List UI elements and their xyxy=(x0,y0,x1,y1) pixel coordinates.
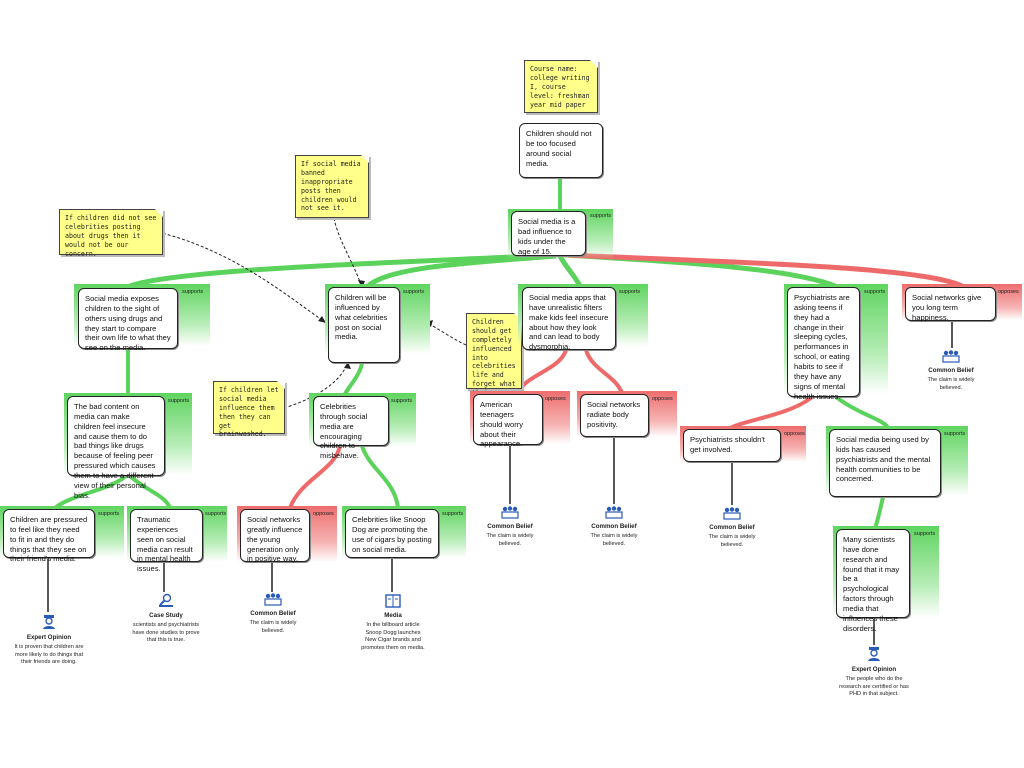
evidence-text: In the billboard article Snoop Dogg laun… xyxy=(361,622,425,651)
relation-tag: supports xyxy=(205,511,227,517)
claim-unrealistic-filters[interactable]: Social media apps that have unrealistic … xyxy=(522,287,616,351)
evidence-type: Case Study xyxy=(149,612,183,619)
claim-psychiatrists-asking[interactable]: Psychiatrists are asking teens if they h… xyxy=(787,287,860,401)
common-belief-icon xyxy=(264,593,282,606)
claim-celebrities-misbehave[interactable]: Celebrities through social media are enc… xyxy=(313,396,389,460)
relation-tag: supports xyxy=(168,398,190,404)
relation-tag: supports xyxy=(914,531,936,537)
common-belief-icon xyxy=(723,507,741,520)
evidence-type: Common Belief xyxy=(591,523,637,530)
common-belief-icon xyxy=(605,506,623,519)
case-study-icon xyxy=(159,593,173,607)
evidence-type: Expert Opinion xyxy=(26,634,72,641)
evidence-text: It is proven that children are more like… xyxy=(14,644,84,666)
evidence-text: scientists and psychiatrists have done s… xyxy=(132,622,200,644)
relation-tag: supports xyxy=(944,431,966,437)
evidence-common-belief[interactable]: Common Belief The claim is widely believ… xyxy=(477,505,543,548)
note-celebrities-drugs: If children did not see celebrities post… xyxy=(59,209,163,258)
claim-snoop-dog[interactable]: Celebrities like Snoop Dog are promoting… xyxy=(345,509,439,558)
relation-tag: supports xyxy=(403,289,425,295)
evidence-type: Common Belief xyxy=(928,367,974,374)
evidence-text: The people who do the research are certi… xyxy=(839,676,909,698)
claim-scientists-research[interactable]: Many scientists have done research and f… xyxy=(836,529,910,633)
evidence-text: The claim is widely believed. xyxy=(249,620,297,634)
expert-opinion-icon xyxy=(868,647,880,661)
claim-bad-influence[interactable]: Social media is a bad influence to kids … xyxy=(511,211,586,256)
evidence-expert-opinion[interactable]: Expert Opinion It is proven that childre… xyxy=(14,614,84,667)
evidence-common-belief[interactable]: Common Belief The claim is widely believ… xyxy=(699,506,765,549)
evidence-media[interactable]: Media In the billboard article Snoop Dog… xyxy=(360,594,426,653)
claim-traumatic-experiences[interactable]: Traumatic experiences seen on social med… xyxy=(130,509,203,573)
claim-body-positivity[interactable]: Social networks radiate body positivity. xyxy=(580,394,649,437)
evidence-common-belief[interactable]: Common Belief The claim is widely believ… xyxy=(240,592,306,635)
claim-bad-content[interactable]: The bad content on media can make childr… xyxy=(67,396,165,500)
note-course-info: Course name: college writing I, course l… xyxy=(524,60,598,113)
media-icon xyxy=(385,594,401,608)
evidence-text: The claim is widely believed. xyxy=(590,533,638,547)
relation-tag: supports xyxy=(182,289,204,295)
relation-tag: supports xyxy=(442,511,464,517)
note-brainwashed: If children let social media influence t… xyxy=(213,381,285,438)
relation-tag: opposes xyxy=(545,396,566,402)
evidence-text: The claim is widely believed. xyxy=(927,377,975,391)
evidence-expert-opinion[interactable]: Expert Opinion The people who do the res… xyxy=(838,646,910,699)
claim-positive-influence[interactable]: Social networks greatly influence the yo… xyxy=(240,509,310,563)
claim-exposes-drugs[interactable]: Social media exposes children to the sig… xyxy=(78,288,178,352)
claim-teenagers-appearance[interactable]: American teenagers should worry about th… xyxy=(473,394,543,448)
evidence-common-belief[interactable]: Common Belief The claim is widely believ… xyxy=(918,349,984,392)
evidence-text: The claim is widely believed. xyxy=(708,534,756,548)
evidence-type: Expert Opinion xyxy=(851,666,897,673)
relation-tag: supports xyxy=(98,511,120,517)
evidence-type: Common Belief xyxy=(709,524,755,531)
relation-tag: supports xyxy=(590,213,612,219)
claim-psychiatrists-not-involved[interactable]: Psychiatrists shouldn't get involved. xyxy=(683,429,781,462)
common-belief-icon xyxy=(501,506,519,519)
claim-long-term-happiness[interactable]: Social networks give you long term happi… xyxy=(905,287,996,322)
evidence-type: Common Belief xyxy=(250,610,296,617)
evidence-type: Common Belief xyxy=(487,523,533,530)
claim-main-contention[interactable]: Children should not be too focused aroun… xyxy=(519,123,603,178)
note-banned-posts: If social media banned inappropriate pos… xyxy=(295,155,369,218)
common-belief-icon xyxy=(942,350,960,363)
evidence-case-study[interactable]: Case Study scientists and psychiatrists … xyxy=(131,592,201,645)
evidence-common-belief[interactable]: Common Belief The claim is widely believ… xyxy=(581,505,647,548)
evidence-type: Media xyxy=(384,612,402,619)
relation-tag: opposes xyxy=(313,511,334,517)
evidence-text: The claim is widely believed. xyxy=(486,533,534,547)
claim-celebrities-influence[interactable]: Children will be influenced by what cele… xyxy=(328,287,400,363)
expert-opinion-icon xyxy=(43,615,55,629)
claim-mental-health-concern[interactable]: Social media being used by kids has caus… xyxy=(829,429,941,497)
relation-tag: opposes xyxy=(998,289,1019,295)
relation-tag: supports xyxy=(619,289,641,295)
claim-peer-pressure[interactable]: Children are pressured to feel like they… xyxy=(3,509,95,563)
relation-tag: opposes xyxy=(784,431,805,437)
note-celebrities-life: Children should get completely influence… xyxy=(466,313,522,424)
relation-tag: opposes xyxy=(652,396,673,402)
relation-tag: supports xyxy=(864,289,886,295)
relation-tag: supports xyxy=(391,398,413,404)
